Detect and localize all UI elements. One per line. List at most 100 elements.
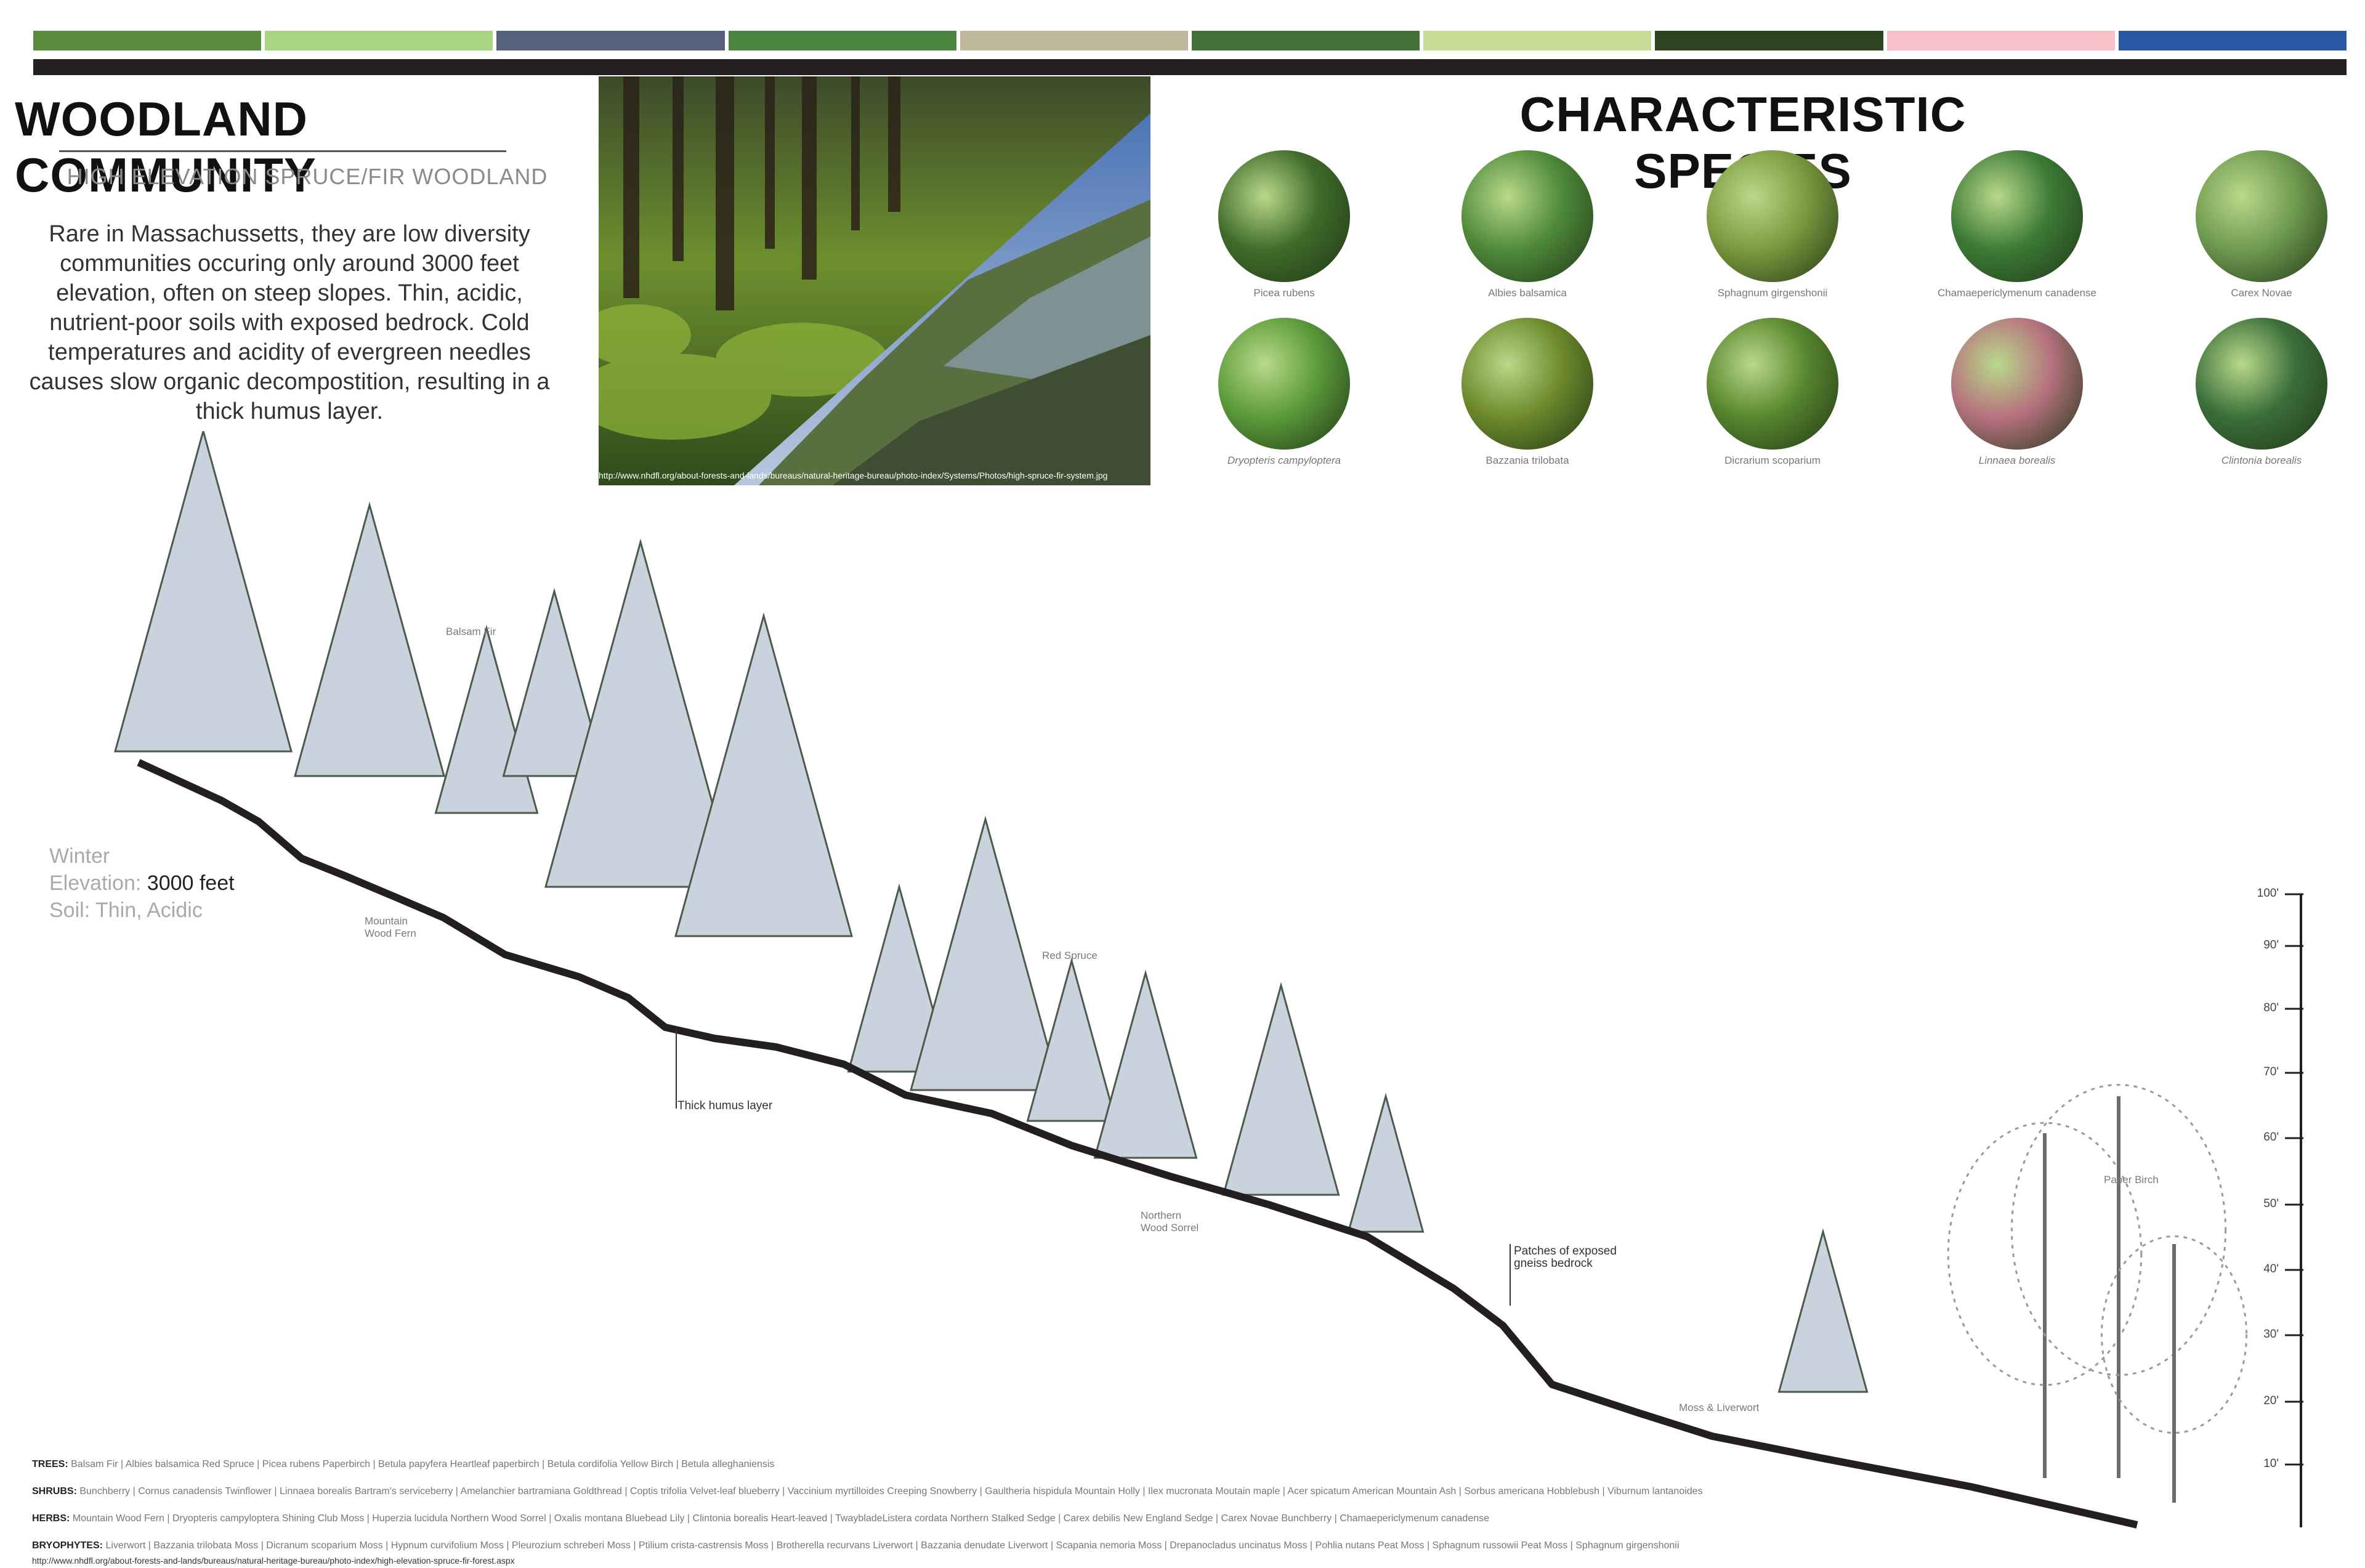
trees-label: TREES: [32, 1459, 68, 1469]
label-humus-layer: Thick humus layer [677, 1099, 773, 1112]
color-swatch [960, 31, 1189, 51]
elevation-row: Elevation: 3000 feet [49, 870, 235, 897]
shrubs-row: SHRUBS: Bunchberry | Cornus canadensis T… [32, 1478, 2348, 1505]
species-photo [2196, 150, 2327, 282]
color-swatch [728, 31, 956, 51]
shrubs-list: Bunchberry | Cornus canadensis Twinflowe… [79, 1486, 1703, 1497]
herbs-row: HERBS: Mountain Wood Fern | Dryopteris c… [32, 1505, 2348, 1532]
season-label: Winter [49, 844, 110, 868]
species-card: Clintonia borealis [2169, 318, 2354, 467]
spruce-tree-icon [910, 815, 1061, 1091]
species-photo [1461, 150, 1593, 282]
species-card: Sphagnum girgenshonii [1680, 150, 1865, 299]
species-name: Picea rubens [1253, 287, 1315, 299]
color-swatch [1886, 31, 2115, 51]
label-wood-sorrel-line1: Northern [1141, 1210, 1182, 1221]
birch-crown-icon [2100, 1235, 2248, 1434]
color-swatch [496, 31, 725, 51]
trees-row: TREES: Balsam Fir | Albies balsamica Red… [32, 1451, 2348, 1478]
shrubs-label: SHRUBS: [32, 1486, 77, 1497]
birch-crown-icon [2010, 1083, 2227, 1376]
species-name: Sphagnum girgenshonii [1717, 287, 1828, 299]
slope-ground-line [137, 759, 2138, 1529]
soil-label: Soil: Thin, Acidic [49, 899, 203, 922]
color-swatch [1192, 31, 1420, 51]
species-name: Dicrarium scoparium [1724, 455, 1821, 466]
source-url-link[interactable]: http://www.nhdfl.org/about-forests-and-l… [32, 1556, 515, 1566]
species-name: Clintonia borealis [2221, 455, 2302, 466]
scale-tick-label: 100' [2257, 887, 2279, 900]
trees-list: Balsam Fir | Albies balsamica Red Spruce… [71, 1459, 775, 1469]
color-swatch [265, 31, 493, 51]
color-swatch [1655, 31, 1883, 51]
birch-crown-icon [1947, 1121, 2143, 1386]
species-name: Linnaea borealis [1978, 455, 2056, 466]
spruce-tree-icon [674, 612, 853, 937]
species-photo [1707, 318, 1838, 450]
page-title: WOODLAND COMMUNITY [15, 92, 317, 202]
slope-section-drawing [114, 431, 2248, 1529]
scale-tick-label: 60' [2263, 1131, 2279, 1144]
plant-lists: TREES: Balsam Fir | Albies balsamica Red… [32, 1451, 2348, 1559]
spruce-tree-icon [502, 588, 607, 777]
forest-photo-art [599, 76, 1150, 485]
label-balsam-fir: Balsam Fir [446, 626, 496, 637]
species-name: Carex Novae [2231, 287, 2292, 299]
species-name: Albies balsamica [1488, 287, 1567, 299]
species-photo [1461, 318, 1593, 450]
label-bedrock-line2: gneiss bedrock [1514, 1257, 1593, 1270]
spruce-tree-icon [544, 538, 737, 888]
community-description: Rare in Massachussetts, they are low div… [29, 221, 550, 424]
species-card: Bazzania trilobata [1435, 318, 1620, 467]
elevation-scale-axis [2285, 893, 2303, 1527]
species-name: Dryopteris campyloptera [1227, 455, 1341, 466]
species-photo [1218, 150, 1350, 282]
label-moss-liverwort: Moss & Liverwort [1679, 1402, 1760, 1413]
page-subtitle: HIGH ELEVATION SPRUCE/FIR WOODLAND [67, 164, 548, 189]
label-paper-birch: Paper Birch [2104, 1174, 2159, 1186]
scale-tick-label: 10' [2263, 1457, 2279, 1470]
spruce-tree-icon [114, 431, 293, 753]
label-mountain-wood-fern-line1: Mountain [365, 915, 408, 927]
species-photo [1951, 150, 2083, 282]
bryophytes-list: Liverwort | Bazzania trilobata Moss | Di… [105, 1540, 1680, 1551]
species-photo [2196, 318, 2327, 450]
header-rule [33, 59, 2347, 75]
species-card: Chamaepericlymenum canadense [1925, 150, 2109, 299]
label-wood-sorrel: Northern Wood Sorrel [1141, 1210, 1199, 1234]
elevation-scale: 100'90'80'70'60'50'40'30'20'10' [2242, 887, 2316, 1527]
species-photo [1951, 318, 2083, 450]
label-bedrock-line1: Patches of exposed [1514, 1245, 1617, 1258]
label-mountain-wood-fern: Mountain Wood Fern [365, 915, 416, 940]
label-exposed-bedrock: Patches of exposed gneiss bedrock [1514, 1245, 1617, 1270]
spruce-tree-icon [1026, 957, 1117, 1122]
species-card: Dicrarium scoparium [1680, 318, 1865, 467]
photo-source-url[interactable]: http://www.nhdfl.org/about-forests-and-l… [599, 471, 1108, 480]
label-wood-sorrel-line2: Wood Sorrel [1141, 1222, 1199, 1234]
elevation-label: Elevation: [49, 871, 142, 895]
spruce-tree-icon [294, 501, 445, 777]
species-name: Chamaepericlymenum canadense [1938, 287, 2096, 299]
herbs-label: HERBS: [32, 1513, 70, 1524]
spruce-tree-icon [1777, 1228, 1869, 1393]
spruce-tree-icon [847, 883, 952, 1073]
scale-tick-label: 70' [2263, 1065, 2279, 1078]
label-red-spruce: Red Spruce [1042, 950, 1098, 961]
species-card: Carex Novae [2169, 150, 2354, 299]
spruce-tree-icon [1093, 969, 1198, 1159]
color-strip [33, 31, 2347, 51]
spruce-tree-icon [1222, 982, 1340, 1196]
label-mountain-wood-fern-line2: Wood Fern [365, 927, 416, 939]
species-card: Linnaea borealis [1925, 318, 2109, 467]
scale-tick-label: 20' [2263, 1394, 2279, 1407]
species-card: Albies balsamica [1435, 150, 1620, 299]
elevation-value: 3000 feet [147, 871, 235, 895]
scale-tick-label: 90' [2263, 939, 2279, 952]
bryophytes-label: BRYOPHYTES: [32, 1540, 103, 1551]
scale-tick-label: 30' [2263, 1328, 2279, 1341]
scale-tick-label: 80' [2263, 1001, 2279, 1014]
species-card: Picea rubens [1192, 150, 1377, 299]
title-underline [59, 150, 506, 152]
color-swatch [33, 31, 262, 51]
tree-group [114, 431, 2248, 1503]
